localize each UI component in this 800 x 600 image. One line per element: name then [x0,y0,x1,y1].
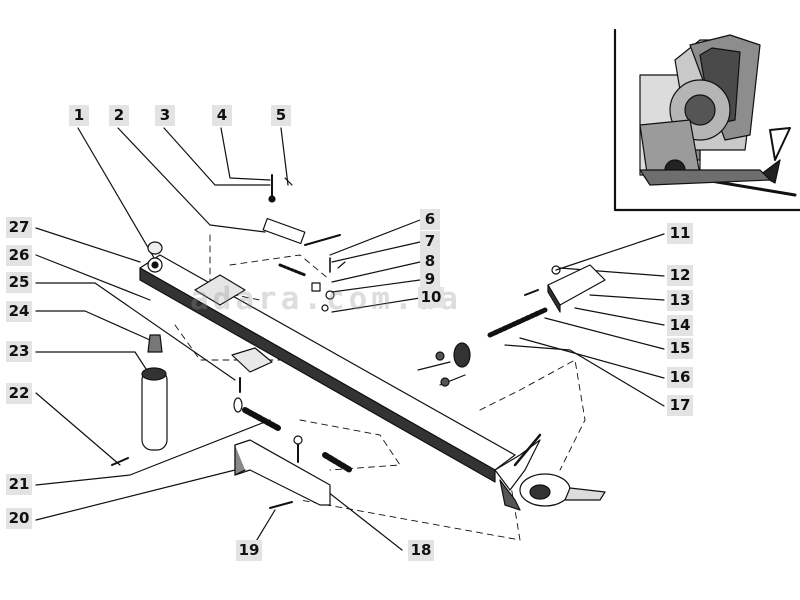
callout-23: 23 [6,341,32,362]
watermark: adara.com.ua [190,281,462,317]
callout-3: 3 [155,105,175,126]
callout-8: 8 [420,251,440,272]
callout-11: 11 [667,223,693,244]
callout-7: 7 [420,231,440,252]
callout-26: 26 [6,245,32,266]
right-assembly-parts [417,264,606,387]
callout-6: 6 [420,209,440,230]
callout-5: 5 [271,105,291,126]
callout-16: 16 [667,367,693,388]
callout-24: 24 [6,301,32,322]
callout-10: 10 [418,287,444,308]
callout-21: 21 [6,474,32,495]
callout-2: 2 [109,105,129,126]
callout-19: 19 [236,540,262,561]
callout-27: 27 [6,217,32,238]
callout-13: 13 [667,290,693,311]
callout-22: 22 [6,383,32,404]
callout-14: 14 [667,315,693,336]
callout-17: 17 [667,395,693,416]
callout-18: 18 [408,540,434,561]
callout-4: 4 [212,105,232,126]
leader-lines [35,127,665,551]
main-beam [139,254,606,511]
callout-12: 12 [667,265,693,286]
callout-20: 20 [6,508,32,529]
top-bracket-parts [147,174,346,312]
machine-inset [613,28,800,212]
callout-1: 1 [69,105,89,126]
callout-9: 9 [420,269,440,290]
callout-15: 15 [667,338,693,359]
callout-25: 25 [6,272,32,293]
lower-parts [111,334,353,509]
